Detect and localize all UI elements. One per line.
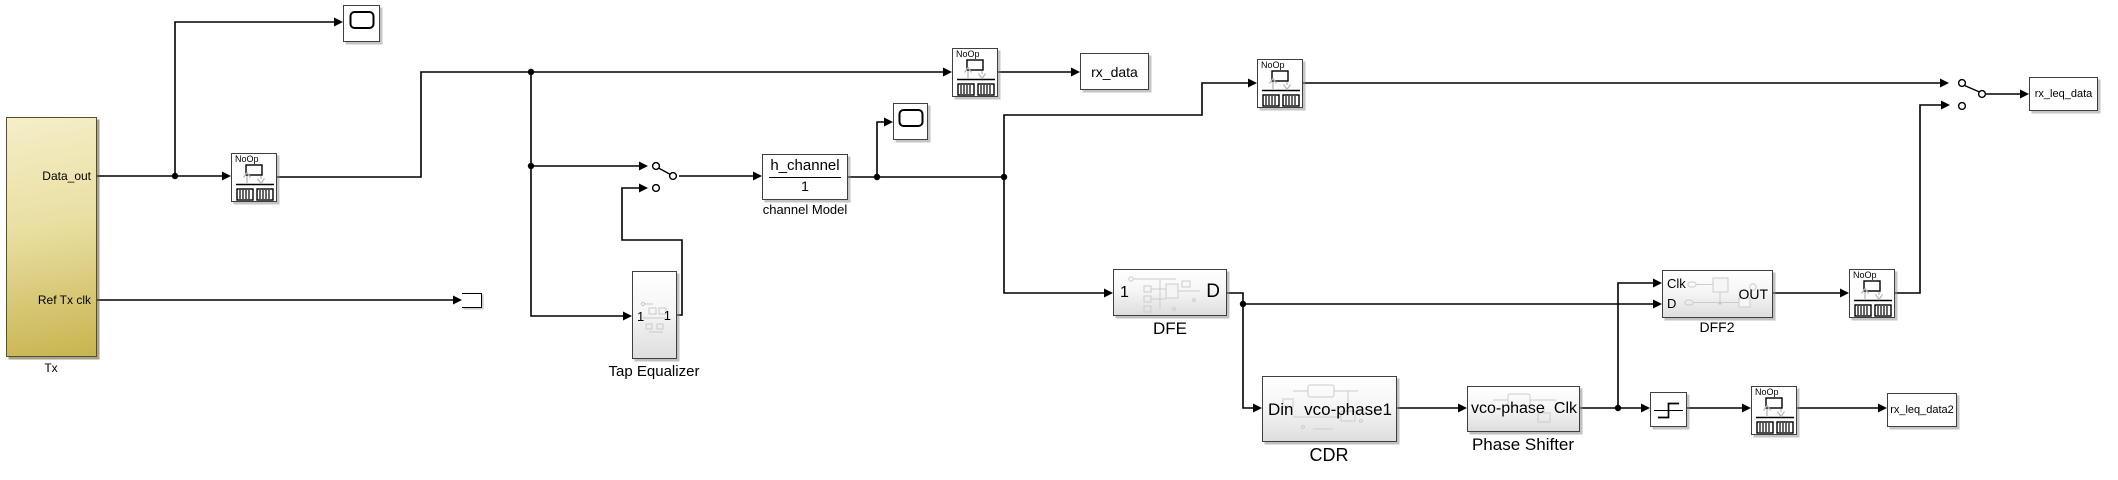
terminator-block[interactable] bbox=[462, 293, 482, 308]
phase-shifter-in-port: vco-phase bbox=[1471, 400, 1545, 417]
channel-model-label: channel Model bbox=[762, 202, 848, 217]
rx-leq-data-label: rx_leq_data bbox=[2034, 88, 2093, 100]
wire-branch-to-tap-equalizer[interactable] bbox=[530, 72, 625, 317]
scope-screen-icon bbox=[349, 11, 374, 29]
rx-leq-data2-block[interactable]: rx_leq_data2 bbox=[1887, 393, 1957, 427]
wire-branch-to-dff2-clk[interactable] bbox=[1617, 282, 1654, 408]
channel-numerator: h_channel bbox=[770, 157, 840, 174]
junction-dots bbox=[171, 68, 1622, 412]
cdr-in-port: Din bbox=[1268, 400, 1294, 419]
dfe-block[interactable]: 1 D bbox=[1113, 269, 1227, 316]
relay-block[interactable] bbox=[1650, 392, 1687, 427]
noop-label: NoOp bbox=[956, 49, 980, 59]
tx-port-data-out: Data_out bbox=[42, 169, 91, 183]
channel-denominator: 1 bbox=[801, 177, 809, 194]
wire-tapeq-to-switch1-bottom[interactable] bbox=[621, 187, 683, 316]
noop1-block[interactable]: NoOp bbox=[231, 153, 277, 202]
channel-fraction-line bbox=[769, 176, 841, 178]
arrowheads bbox=[222, 17, 2029, 413]
noop4-block[interactable]: NoOp bbox=[1849, 269, 1895, 318]
phase-shifter-label: Phase Shifter bbox=[1471, 435, 1575, 454]
dfe-label: DFE bbox=[1153, 319, 1187, 338]
dff2-out-port: OUT bbox=[1738, 286, 1768, 302]
noop3-block[interactable]: NoOp bbox=[1257, 59, 1303, 108]
wire-dfe-to-dff2-d[interactable] bbox=[1227, 292, 1654, 305]
wire-branch-to-dfe[interactable] bbox=[1003, 177, 1105, 294]
wire-noop1-to-noop2[interactable] bbox=[277, 71, 945, 178]
noop-label: NoOp bbox=[1853, 270, 1877, 280]
wire-branch-to-scope1[interactable] bbox=[174, 21, 336, 176]
scope2-block[interactable] bbox=[893, 103, 928, 140]
manual-switch-2[interactable] bbox=[1957, 78, 1987, 111]
phase-shifter-block[interactable]: vco-phase Clk bbox=[1467, 386, 1580, 432]
dff2-d-port: D bbox=[1667, 296, 1677, 311]
wire-branch-to-scope2[interactable] bbox=[876, 121, 885, 177]
noop-icon bbox=[232, 164, 278, 202]
tx-subsystem-block[interactable]: Data_out Ref Tx clk bbox=[6, 117, 97, 357]
tap-equalizer-block[interactable]: 1 1 bbox=[632, 271, 677, 359]
noop-label: NoOp bbox=[1261, 60, 1285, 70]
dfe-out-port: D bbox=[1206, 281, 1220, 302]
step-icon bbox=[1654, 402, 1683, 419]
tx-block-label: Tx bbox=[44, 361, 58, 375]
tap-equalizer-out-port: 1 bbox=[663, 308, 671, 323]
channel-model-block[interactable]: h_channel 1 bbox=[762, 154, 848, 200]
noop-icon bbox=[953, 59, 999, 97]
rx-data-block[interactable]: rx_data bbox=[1080, 53, 1149, 90]
tx-port-ref-clk: Ref Tx clk bbox=[37, 293, 91, 307]
noop2-block[interactable]: NoOp bbox=[952, 48, 998, 97]
cdr-label: CDR bbox=[1309, 445, 1349, 465]
dfe-in-port: 1 bbox=[1120, 284, 1129, 301]
wire-branch-to-noop3[interactable] bbox=[1003, 82, 1249, 177]
noop-icon bbox=[1258, 70, 1304, 108]
cdr-block[interactable]: Din vco-phase1 bbox=[1262, 376, 1397, 442]
wire-noop4-to-switch2-bottom[interactable] bbox=[1895, 104, 1942, 294]
wire-branch-to-cdr[interactable] bbox=[1242, 304, 1254, 409]
rx-leq-data-block[interactable]: rx_leq_data bbox=[2029, 77, 2098, 111]
tap-equalizer-label: Tap Equalizer bbox=[608, 363, 700, 380]
noop-icon bbox=[1850, 280, 1896, 318]
cdr-out-port: vco-phase1 bbox=[1304, 400, 1392, 419]
scope-screen-icon bbox=[898, 109, 923, 127]
dff2-clk-port: Clk bbox=[1667, 276, 1686, 291]
tap-equalizer-in-port: 1 bbox=[637, 309, 645, 324]
phase-shifter-out-port: Clk bbox=[1553, 400, 1577, 417]
scope1-block[interactable] bbox=[343, 5, 380, 42]
rx-data-label: rx_data bbox=[1091, 63, 1138, 80]
rx-leq-data2-label: rx_leq_data2 bbox=[1890, 404, 1954, 416]
noop-label: NoOp bbox=[235, 154, 259, 164]
noop5-block[interactable]: NoOp bbox=[1751, 386, 1797, 435]
noop-label: NoOp bbox=[1755, 387, 1779, 397]
dff2-block[interactable]: Clk D OUT bbox=[1662, 270, 1773, 318]
manual-switch-1[interactable] bbox=[651, 161, 678, 193]
noop-icon bbox=[1752, 397, 1798, 435]
dff2-label: DFF2 bbox=[1699, 319, 1735, 335]
